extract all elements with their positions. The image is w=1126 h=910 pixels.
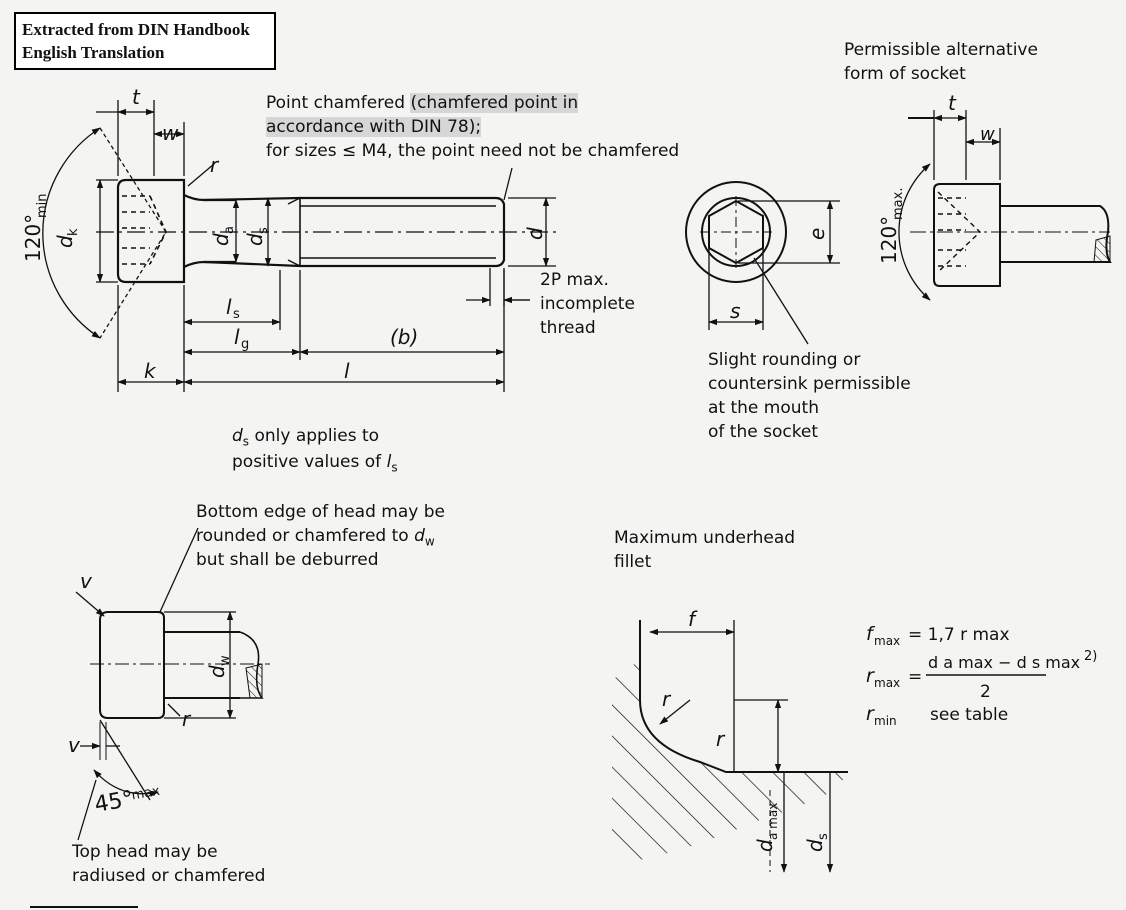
svg-text:120°: 120° bbox=[877, 216, 901, 264]
dw-label: d w bbox=[205, 655, 233, 678]
angle-45-label: 45° max bbox=[93, 784, 162, 818]
bottom-edge-line1: Bottom edge of head may be bbox=[196, 502, 445, 522]
svg-text:see table: see table bbox=[930, 705, 1008, 725]
svg-text:2: 2 bbox=[980, 682, 991, 702]
w-label: w bbox=[162, 121, 179, 145]
d-label: d bbox=[523, 227, 547, 240]
slight-rounding-line3: at the mouth bbox=[708, 398, 819, 418]
max-fillet-line2: fillet bbox=[614, 552, 652, 572]
ls-label: l s bbox=[226, 295, 240, 322]
bottom-edge-line3: but shall be deburred bbox=[196, 550, 379, 570]
svg-text:k: k bbox=[66, 228, 81, 236]
svg-text:max.: max. bbox=[891, 188, 906, 220]
incomplete-thread-line1: 2P max. bbox=[540, 270, 609, 290]
ds-applies-line2: positive values of ls bbox=[232, 452, 398, 475]
svg-text:d: d bbox=[243, 233, 267, 246]
permissible-alternative-line2: form of socket bbox=[844, 64, 966, 84]
alt-w-label: w bbox=[980, 124, 995, 145]
permissible-alternative-line1: Permissible alternative bbox=[844, 40, 1038, 60]
slight-rounding-line2: countersink permissible bbox=[708, 374, 911, 394]
t-label: t bbox=[132, 85, 141, 109]
svg-text:f: f bbox=[866, 623, 876, 645]
b-label: (b) bbox=[390, 325, 418, 349]
alt-socket-view bbox=[898, 110, 1112, 301]
svg-text:s: s bbox=[256, 227, 271, 234]
svg-text:d: d bbox=[53, 235, 77, 248]
slight-rounding-line4: of the socket bbox=[708, 422, 819, 442]
formula-f-max: f max = 1,7 r max bbox=[866, 623, 1010, 648]
da-max-label: d a max bbox=[753, 803, 780, 852]
ds-applies-line1: ds only applies to bbox=[232, 426, 380, 449]
r-fillet-label: r bbox=[662, 687, 672, 711]
svg-text:d: d bbox=[523, 227, 547, 240]
svg-text:45°: 45° bbox=[93, 787, 136, 818]
svg-text:= 1,7 r max: = 1,7 r max bbox=[908, 625, 1010, 645]
svg-text:d: d bbox=[205, 665, 229, 678]
slight-rounding-line1: Slight rounding or bbox=[708, 350, 861, 370]
e-label: e bbox=[805, 228, 829, 240]
svg-text:s: s bbox=[233, 307, 240, 322]
svg-text:a max: a max bbox=[766, 803, 780, 840]
fillet-detail-view bbox=[612, 620, 848, 873]
svg-text:w: w bbox=[218, 655, 233, 666]
incomplete-thread-line3: thread bbox=[540, 318, 596, 338]
top-head-line1: Top head may be bbox=[72, 842, 218, 862]
top-head-line2: radiused or chamfered bbox=[72, 866, 266, 886]
svg-text:max: max bbox=[874, 634, 900, 648]
lg-label: l g bbox=[234, 325, 249, 352]
incomplete-thread-line2: incomplete bbox=[540, 294, 635, 314]
angle-120-min-label: 120° min bbox=[21, 193, 50, 262]
source-line-2: English Translation bbox=[22, 43, 165, 62]
point-chamfered-note-line2: accordance with DIN 78); bbox=[266, 117, 482, 137]
svg-text:a: a bbox=[222, 226, 237, 234]
svg-text:120°: 120° bbox=[21, 214, 45, 262]
r-detail-label: r bbox=[182, 707, 192, 731]
head-detail-view bbox=[75, 527, 270, 841]
v-bottom-label: v bbox=[68, 733, 81, 757]
ds-label: d s bbox=[243, 227, 271, 246]
svg-text:max: max bbox=[130, 784, 161, 804]
max-fillet-line1: Maximum underhead bbox=[614, 528, 796, 548]
svg-text:g: g bbox=[241, 337, 249, 352]
ds-small-label: d s bbox=[803, 833, 831, 852]
svg-text:2): 2) bbox=[1084, 649, 1097, 664]
point-chamfered-note-line1: Point chamfered (chamfered point in bbox=[266, 93, 579, 113]
svg-text:d: d bbox=[209, 233, 233, 246]
main-dimensions bbox=[42, 100, 556, 392]
k-label: k bbox=[144, 359, 157, 383]
footnote-rule bbox=[30, 906, 138, 908]
svg-text:l: l bbox=[226, 295, 232, 319]
source-box: Extracted from DIN Handbook English Tran… bbox=[14, 12, 276, 70]
angle-120-max-label: 120° max. bbox=[877, 188, 906, 264]
f-label: f bbox=[688, 607, 698, 631]
svg-text:=: = bbox=[908, 667, 922, 687]
svg-text:d: d bbox=[803, 839, 827, 852]
main-screw bbox=[96, 178, 560, 284]
da-label: d a bbox=[209, 226, 237, 246]
socket-end-view bbox=[685, 181, 840, 345]
svg-text:s: s bbox=[816, 833, 831, 840]
svg-text:d: d bbox=[753, 839, 777, 852]
formula-r-min: r min see table bbox=[866, 703, 1008, 728]
s-label: s bbox=[730, 299, 740, 323]
dk-label: d k bbox=[53, 228, 81, 248]
svg-text:d a max − d s max: d a max − d s max bbox=[928, 653, 1080, 672]
svg-text:e: e bbox=[805, 228, 829, 240]
svg-text:min: min bbox=[874, 714, 897, 728]
svg-text:r: r bbox=[866, 703, 875, 725]
svg-text:r: r bbox=[866, 665, 875, 687]
r-label: r bbox=[210, 153, 220, 177]
svg-text:l: l bbox=[234, 325, 240, 349]
svg-text:min: min bbox=[35, 193, 50, 218]
bottom-edge-line2: rounded or chamfered to dw bbox=[196, 526, 435, 549]
point-chamfered-note-line3: for sizes ≤ M4, the point need not be ch… bbox=[266, 141, 680, 161]
formula-r-max: r max = d a max − d s max 2) 2 bbox=[866, 649, 1097, 702]
source-line-1: Extracted from DIN Handbook bbox=[22, 20, 250, 39]
r-fillet-label-2: r bbox=[716, 727, 726, 751]
l-label: l bbox=[344, 359, 350, 383]
v-top-label: v bbox=[80, 569, 93, 593]
svg-text:max: max bbox=[874, 676, 900, 690]
alt-t-label: t bbox=[948, 91, 957, 115]
